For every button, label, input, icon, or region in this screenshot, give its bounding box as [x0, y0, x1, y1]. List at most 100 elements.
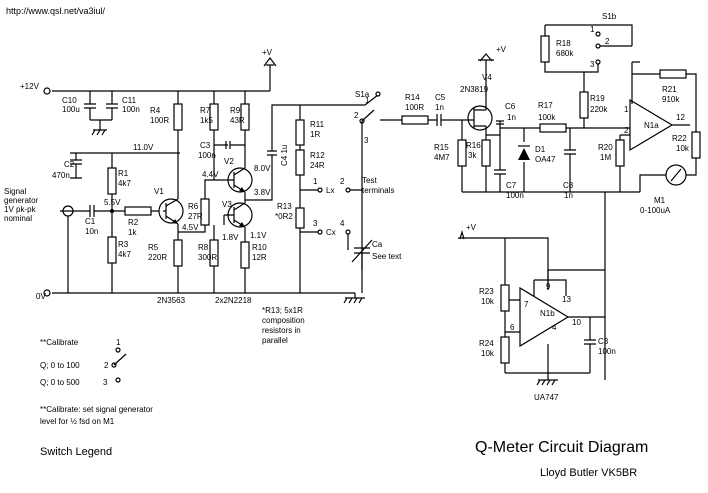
test-label-2: terminals [362, 186, 394, 195]
m1-value: 0-100uA [640, 206, 671, 215]
n1b-pin13: 13 [562, 295, 571, 304]
r4-label: R4 [150, 106, 161, 115]
v1-label: V1 [154, 187, 164, 196]
note-r13-1: *R13; 5x1R [262, 306, 303, 315]
input-text-2: generator [4, 196, 39, 205]
c8-label: C8 [563, 181, 574, 190]
c3-value: 100n [198, 151, 216, 160]
c3b-value: 100n [598, 347, 616, 356]
r1-label: R1 [118, 169, 129, 178]
r5-value: 220R [148, 253, 167, 262]
n1b-pin7: 7 [524, 300, 529, 309]
v45-label: 4.5V [182, 223, 199, 232]
r8-label: R8 [198, 243, 209, 252]
s1a-pin1: 1 [365, 96, 370, 105]
r23-value: 10k [481, 297, 495, 306]
r13-resistor [295, 190, 305, 293]
v1-transistor [158, 190, 184, 232]
r1-value: 4k7 [118, 179, 131, 188]
s1a-pin3: 3 [364, 136, 369, 145]
s1a-pin2: 2 [354, 111, 359, 120]
c4-label: C4 1u [280, 145, 289, 166]
r24-resistor [500, 320, 510, 373]
c11-value: 100n [122, 105, 140, 114]
plus12v-label: +12V [20, 82, 40, 91]
legend-pin1: 1 [116, 338, 121, 347]
legend-q500: Q; 0 to 500 [40, 378, 80, 387]
r15-value: 4M7 [434, 153, 450, 162]
c1-label: C1 [85, 217, 96, 226]
c8-capacitor [564, 128, 576, 192]
url-text: http://www.qsl.net/va3iul/ [6, 6, 106, 16]
d1-value: OA47 [535, 155, 556, 164]
r19-value: 220k [590, 105, 608, 114]
input-text-3: 1V pk-pk [4, 205, 37, 214]
r22-value: 10k [676, 144, 690, 153]
v55-label: 5.5V [104, 198, 121, 207]
r4-resistor [173, 91, 183, 190]
s1a-wire [300, 94, 379, 106]
r20-label: R20 [598, 143, 613, 152]
plusv-label-fet: +V [496, 45, 507, 54]
v3-label: V3 [222, 200, 232, 209]
r9-value: 43R [230, 116, 245, 125]
r23-label: R23 [479, 287, 494, 296]
r3-value: 4k7 [118, 250, 131, 259]
cx-pin: 3 [313, 219, 318, 228]
r16-resistor [481, 135, 491, 192]
r18-value: 680k [556, 49, 574, 58]
r23-resistor [500, 238, 510, 320]
r16-value: 3k [468, 151, 477, 160]
ua747-label: UA747 [534, 393, 559, 402]
v4-type: 2N3819 [460, 85, 489, 94]
r14-resistor [380, 115, 437, 125]
c5-label: C5 [435, 93, 446, 102]
r6-label: R6 [188, 202, 199, 211]
n1a-pin12: 12 [676, 113, 685, 122]
n1b-label: N1b [540, 309, 555, 318]
r11-resistor [295, 105, 305, 148]
diagram-author: Lloyd Butler VK5BR [540, 467, 637, 479]
ground-test [343, 293, 365, 304]
r19-resistor [579, 64, 599, 128]
c10-label: C10 [62, 96, 77, 105]
c3-capacitor [214, 141, 245, 149]
input-text-4: nominal [4, 214, 32, 223]
note-r13-4: parallel [262, 336, 288, 345]
r5-resistor [173, 232, 183, 293]
r19-label: R19 [590, 94, 605, 103]
test-label-1: Test [362, 176, 377, 185]
c5-capacitor [436, 114, 462, 126]
r24-value: 10k [481, 349, 495, 358]
v38-label: 3.8V [254, 188, 271, 197]
r6-value: 27R [188, 212, 203, 221]
v4-fet [462, 53, 494, 135]
ca-capacitor [351, 239, 373, 293]
legend-pin2: 2 [104, 361, 109, 370]
zero-volt-rail [43, 289, 355, 297]
c1-capacitor [89, 205, 112, 217]
v4-label: V4 [482, 73, 492, 82]
legend-title: Switch Legend [40, 446, 112, 458]
legend-q100: Q; 0 to 100 [40, 361, 80, 370]
r14-label: R14 [405, 93, 420, 102]
v2-transistor [224, 165, 253, 200]
r7-value: 1k5 [200, 116, 213, 125]
c6-value: 1n [507, 113, 516, 122]
r8-value: 300R [198, 253, 217, 262]
n1a-pin2: 2 [624, 126, 629, 135]
r22-resistor [691, 125, 701, 170]
lx-label: Lx [326, 186, 334, 195]
r3-label: R3 [118, 240, 129, 249]
r11-label: R11 [310, 120, 325, 129]
r21-label: R21 [662, 85, 677, 94]
test-wire [347, 121, 363, 270]
c2-label: C2 [64, 160, 75, 169]
legend-note-2: level for ½ fsd on M1 [40, 417, 115, 426]
r4-value: 100R [150, 116, 169, 125]
ca-label: Ca [372, 240, 383, 249]
r3-resistor [107, 211, 117, 293]
n1b-pin4: 4 [552, 323, 557, 332]
s1b-label: S1b [602, 12, 617, 21]
